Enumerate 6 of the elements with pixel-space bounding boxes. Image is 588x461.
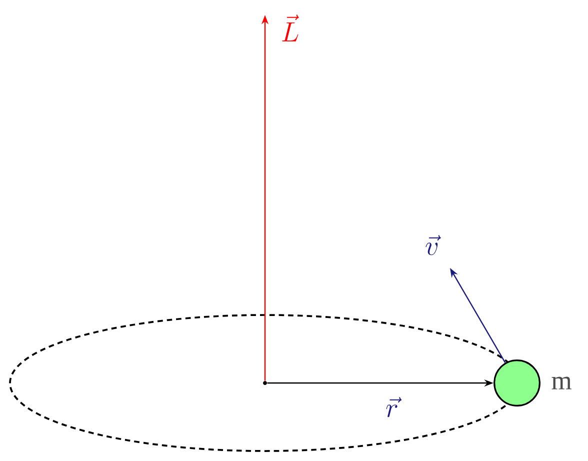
vector-label: $\vec{v}$ xyxy=(426,235,441,256)
mass-label: m xyxy=(552,376,572,390)
vector-label: $\vec{L}$ xyxy=(282,14,299,42)
center-point xyxy=(263,381,267,385)
vector-label: $\vec{r}$ xyxy=(386,397,402,418)
mass-circle xyxy=(494,360,540,406)
